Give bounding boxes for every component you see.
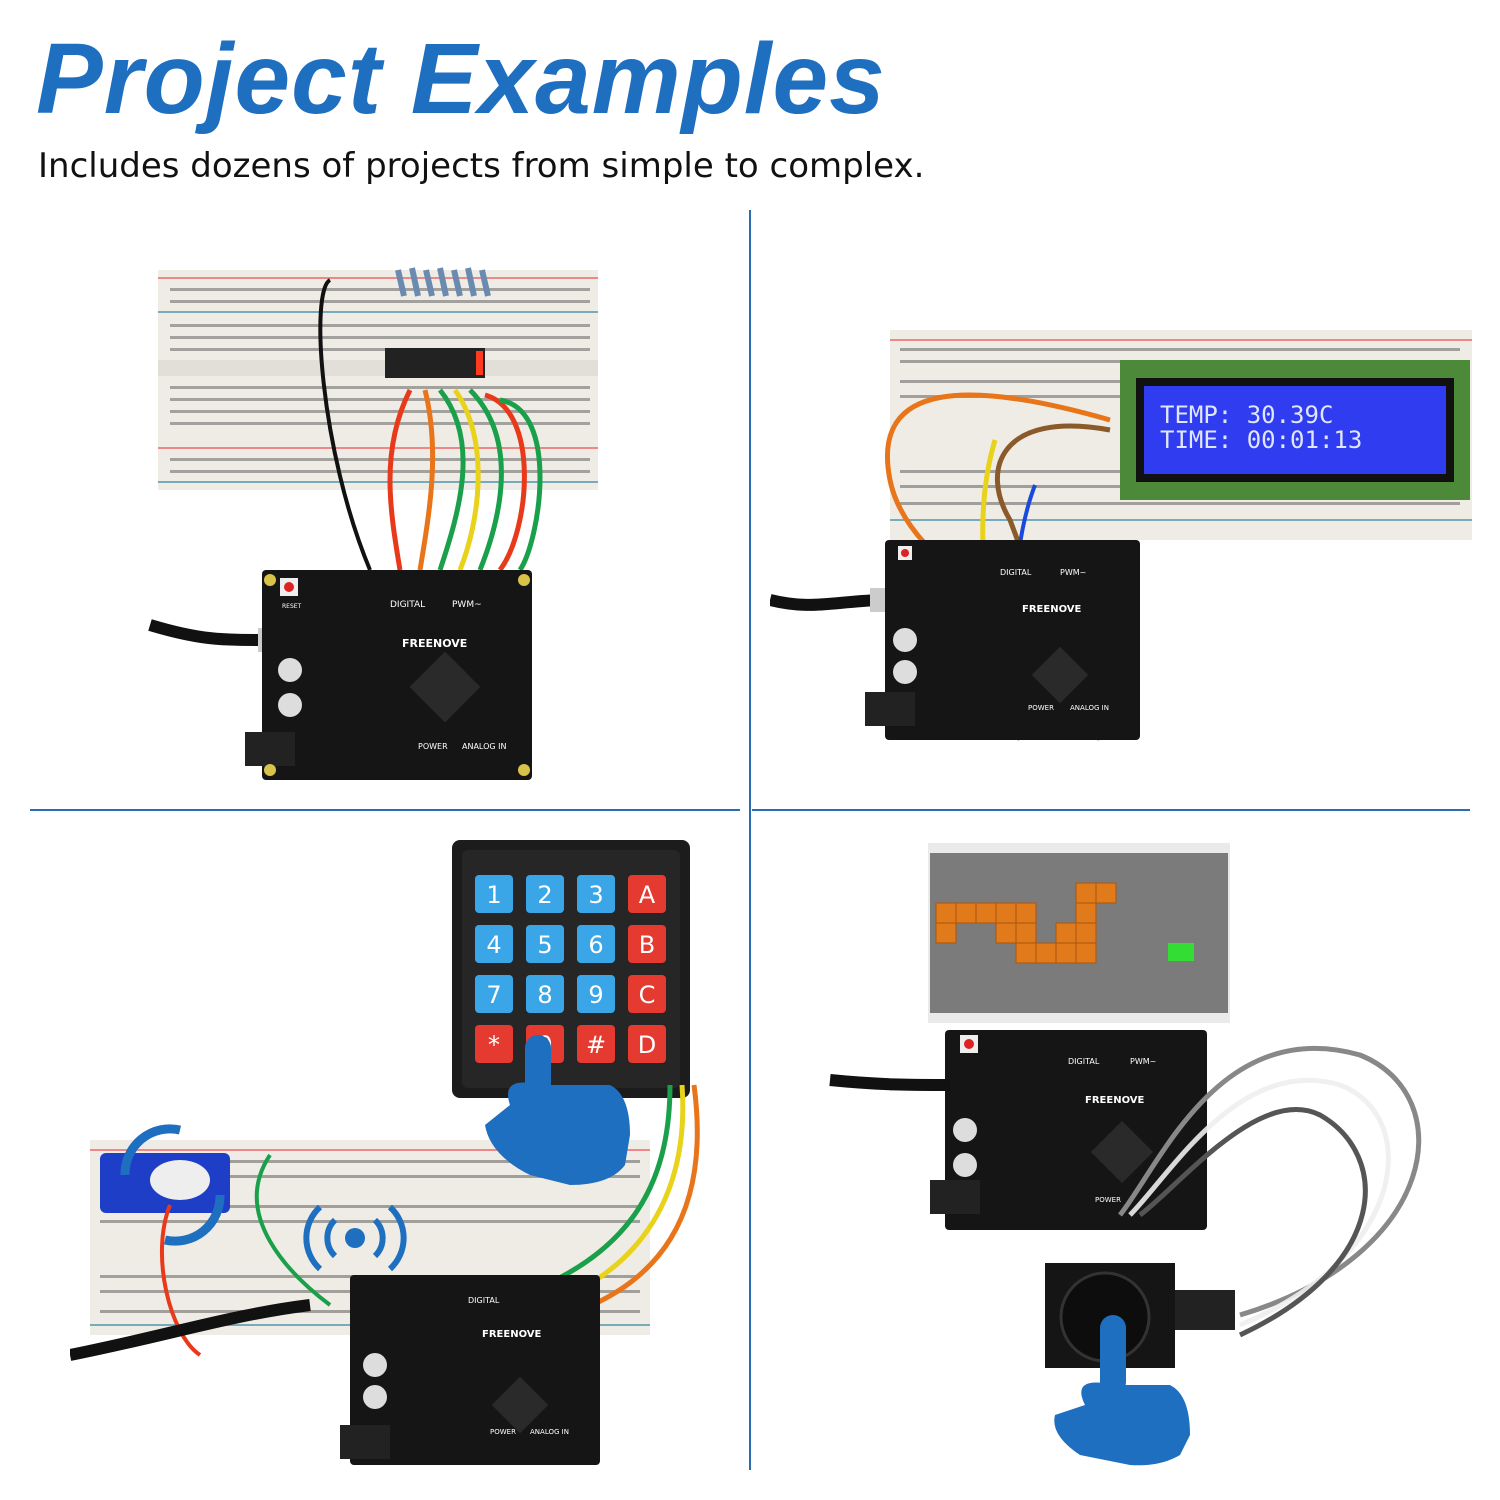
- snake-body: [935, 882, 1117, 964]
- panel-snake-project: FREENOVE DIGITAL PWM~ POWER: [829, 843, 1422, 1466]
- board-digital-label: DIGITAL: [1068, 1057, 1100, 1066]
- keypad-key-label: 3: [588, 881, 603, 909]
- keypad-key: [475, 875, 513, 913]
- keypad-key: [475, 1025, 513, 1063]
- keypad-key-label: 9: [588, 981, 603, 1009]
- keypad-key-label: 4: [486, 931, 501, 959]
- board-brand: FREENOVE: [1022, 604, 1082, 615]
- control-board: FREENOVE DIGITAL PWM~ POWER ANALOG IN RE…: [245, 570, 532, 780]
- keypad-key-label: #: [586, 1031, 606, 1059]
- panel-lcd-project: TEMP: 30.39C TIME: 00:01:13 FREENOVE DIG…: [770, 330, 1472, 741]
- lcd-line-1: TEMP: 30.39C: [1160, 401, 1333, 429]
- keypad-key: [526, 975, 564, 1013]
- board-brand: FREENOVE: [402, 637, 467, 650]
- hand-pointer-icon: [485, 1035, 630, 1185]
- keypad-key-label: *: [488, 1031, 500, 1059]
- control-board: FREENOVE DIGITAL PWM~ POWER ANALOG IN: [865, 540, 1140, 740]
- board-pwm-label: PWM~: [1060, 568, 1086, 577]
- board-power-label: POWER: [1095, 1196, 1121, 1204]
- board-pwm-label: PWM~: [452, 600, 482, 610]
- board-pwm-label: PWM~: [1130, 1057, 1156, 1066]
- keypad-key: [526, 925, 564, 963]
- board-analog-label: ANALOG IN: [1070, 704, 1109, 712]
- board-digital-label: DIGITAL: [468, 1296, 500, 1305]
- keypad-key-label: 7: [486, 981, 501, 1009]
- keypad-key: [475, 925, 513, 963]
- resistors: [395, 267, 491, 297]
- keypad-key: [577, 875, 615, 913]
- keypad-key-label: 1: [486, 881, 501, 909]
- keypad-key: [628, 925, 666, 963]
- keypad-key-label: D: [638, 1031, 656, 1059]
- board-power-label: POWER: [418, 742, 448, 751]
- horizontal-divider-right: [752, 809, 1470, 811]
- keypad-key-label: A: [639, 881, 656, 909]
- keypad-key-label: C: [639, 981, 656, 1009]
- keypad-key: [577, 925, 615, 963]
- keypad-key: [628, 1025, 666, 1063]
- buzzer-signal-icon: [303, 1204, 407, 1272]
- horizontal-divider-left: [30, 809, 740, 811]
- keypad-key-label: B: [639, 931, 655, 959]
- keypad-key-label: 5: [537, 931, 552, 959]
- page-subtitle: Includes dozens of projects from simple …: [38, 146, 925, 186]
- rotate-arrows-icon: [120, 1124, 225, 1246]
- control-board: FREENOVE DIGITAL POWER ANALOG IN: [340, 1275, 600, 1465]
- control-board: FREENOVE DIGITAL PWM~ POWER: [930, 1030, 1207, 1230]
- keypad-key: [628, 875, 666, 913]
- panel-led-bar-project: FREENOVE DIGITAL PWM~ POWER ANALOG IN RE…: [148, 267, 598, 780]
- board-analog-label: ANALOG IN: [462, 742, 507, 751]
- snake-food: [1168, 943, 1194, 961]
- servo-motor: [100, 1153, 230, 1213]
- board-analog-label: ANALOG IN: [530, 1428, 569, 1436]
- board-digital-label: DIGITAL: [1000, 568, 1032, 577]
- keypad-key: [628, 975, 666, 1013]
- lcd-module: TEMP: 30.39C TIME: 00:01:13: [1120, 360, 1470, 500]
- joystick-module: [1045, 1263, 1235, 1368]
- keypad-key: [577, 975, 615, 1013]
- page-title: Project Examples: [36, 23, 886, 135]
- board-brand: FREENOVE: [1085, 1095, 1145, 1106]
- lcd-line-2: TIME: 00:01:13: [1160, 426, 1362, 454]
- hand-pointer-icon: [1054, 1315, 1190, 1466]
- board-brand: FREENOVE: [482, 1329, 542, 1340]
- snake-game-window: [928, 843, 1230, 1023]
- led-bar-graph: [385, 348, 485, 378]
- keypad-key-label: 6: [588, 931, 603, 959]
- keypad-key-label: 2: [537, 881, 552, 909]
- board-digital-label: DIGITAL: [390, 600, 425, 610]
- keypad-key: [577, 1025, 615, 1063]
- vertical-divider: [749, 210, 751, 1470]
- board-power-label: POWER: [1028, 704, 1054, 712]
- board-power-label: POWER: [490, 1428, 516, 1436]
- board-reset-label: RESET: [282, 603, 302, 610]
- keypad-key-label: 8: [537, 981, 552, 1009]
- keypad-key: [475, 975, 513, 1013]
- keypad-key: [526, 875, 564, 913]
